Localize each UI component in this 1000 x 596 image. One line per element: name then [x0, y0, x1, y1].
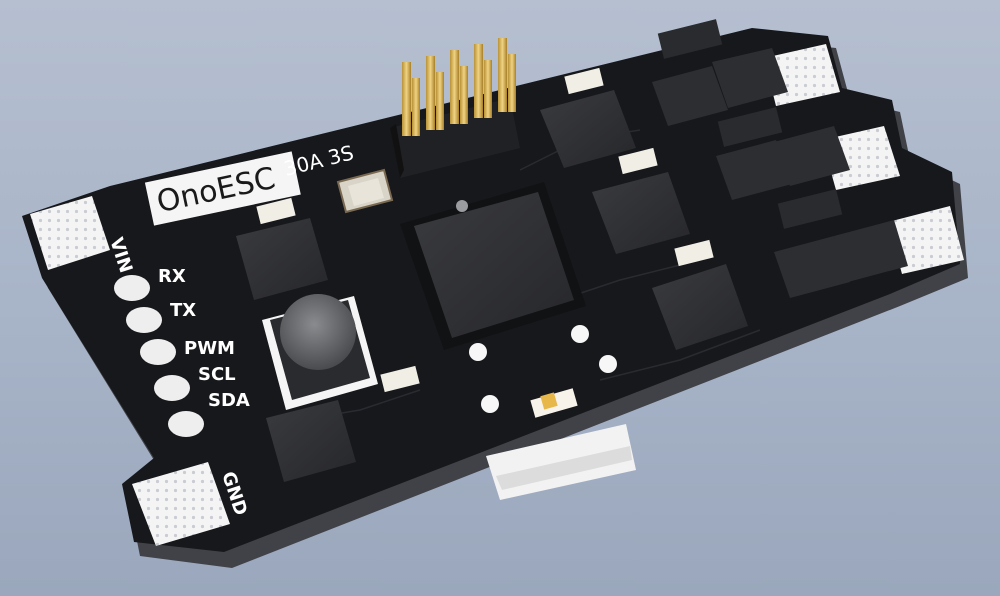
push-button: [262, 294, 378, 410]
vin-pad: [30, 196, 110, 270]
usb-connector: [486, 424, 636, 500]
pin-label-tx: TX: [170, 300, 196, 321]
smd-capacitors: [256, 19, 843, 393]
crystal-oscillator: [336, 168, 394, 214]
motor-pad-2: [822, 126, 900, 190]
solder-pads: [30, 44, 964, 546]
mounting-holes: [469, 325, 617, 413]
signal-pads: [114, 275, 204, 437]
pin-label-scl: SCL: [198, 364, 236, 385]
status-led: [530, 388, 578, 418]
pin-label-rx: RX: [158, 266, 186, 287]
mcu-chip: [400, 182, 586, 350]
motor-pad-3: [888, 206, 964, 274]
gnd-pad: [132, 462, 230, 546]
mosfet-chips: [236, 48, 908, 482]
pin-label-pwm: PWM: [184, 338, 235, 359]
pin-header: [390, 38, 520, 178]
pin-label-sda: SDA: [208, 390, 250, 411]
